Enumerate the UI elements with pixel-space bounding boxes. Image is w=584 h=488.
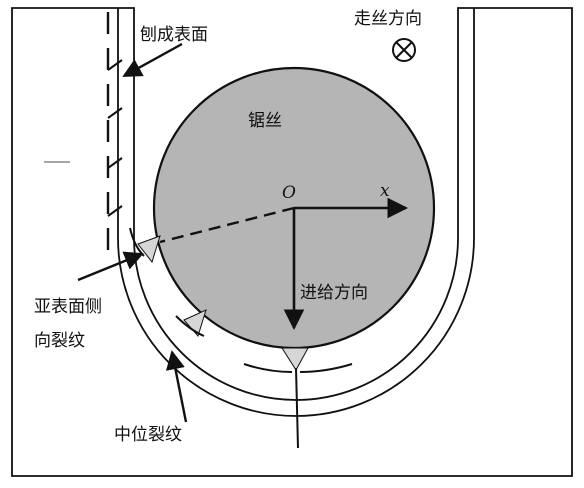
planed-surface-ticks xyxy=(107,59,123,217)
saw-wire-label: 锯丝 xyxy=(248,111,282,131)
wire-direction-label: 走丝方向 xyxy=(354,9,422,29)
lateral-crack-leader xyxy=(77,251,144,282)
kerf-inner-boundary xyxy=(117,8,475,417)
circle-cross-icon xyxy=(392,38,416,62)
origin-label: O xyxy=(282,183,296,203)
planed-surface-label: 刨成表面 xyxy=(140,25,208,45)
lateral-crack-wedge-left xyxy=(137,235,161,264)
median-crack-leader xyxy=(165,350,188,423)
lateral-crack-bottom-right xyxy=(299,363,353,373)
lateral-crack-label-line1: 亚表面侧 xyxy=(34,297,102,317)
median-crack-wedge xyxy=(281,347,309,371)
median-crack-label: 中位裂纹 xyxy=(114,425,182,445)
x-axis-label: x xyxy=(380,181,390,201)
planed-surface-leader xyxy=(122,42,183,78)
median-crack-line xyxy=(295,367,299,449)
lateral-crack-bottom-left xyxy=(243,363,293,373)
feed-direction-label: 进给方向 xyxy=(300,283,368,303)
lateral-crack-mid xyxy=(175,315,205,337)
workpiece-outline xyxy=(11,7,573,477)
lateral-crack-label-line2: 向裂纹 xyxy=(34,331,85,351)
radius-dashed-line xyxy=(159,206,295,244)
